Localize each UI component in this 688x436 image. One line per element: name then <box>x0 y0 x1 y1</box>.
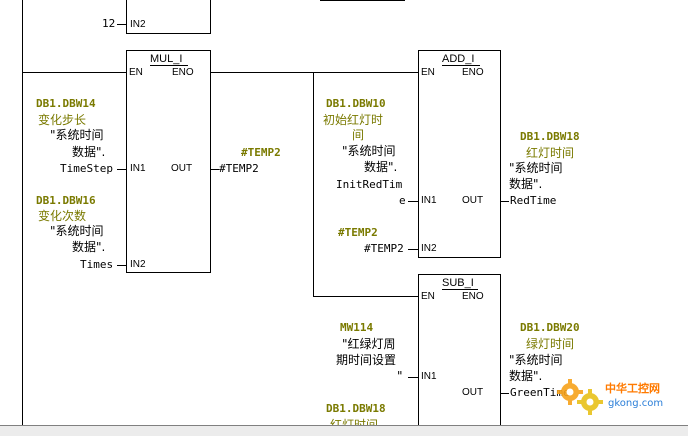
previous-block-top-line <box>320 0 405 1</box>
sub-i-out-pin: OUT <box>462 387 484 398</box>
add-i-title-underline <box>442 65 480 66</box>
mul-i-en-pin: EN <box>129 67 143 78</box>
gear-icon <box>557 379 603 415</box>
mul-out-wire <box>211 169 219 170</box>
previous-block[interactable] <box>126 0 211 34</box>
mul-i-out-pin: OUT <box>171 163 193 174</box>
bottom-border <box>0 425 688 426</box>
add-i-in1-pin: IN1 <box>421 195 437 206</box>
sub-in1-wire <box>408 377 418 378</box>
add-out-symbol: 红灯时间 <box>526 146 575 160</box>
sub-i-eno-pin: ENO <box>462 291 484 302</box>
add-in1-comment-2: 数据". <box>364 160 398 174</box>
top-in2-wire <box>117 24 126 25</box>
mul-out-address[interactable]: #TEMP2 <box>241 146 281 159</box>
mul-in1-variable: TimeStep <box>60 162 113 175</box>
add-i-out-pin: OUT <box>462 195 484 206</box>
mul-in2-wire <box>117 265 126 266</box>
rung-wire-mid <box>211 72 418 73</box>
top-in2-pin: IN2 <box>130 19 146 30</box>
add-in2-address[interactable]: #TEMP2 <box>338 226 378 239</box>
add-in1-wire <box>408 201 418 202</box>
mul-in1-comment-1: "系统时间 <box>50 128 104 142</box>
add-i-block[interactable] <box>418 50 501 258</box>
add-in2-variable: #TEMP2 <box>364 242 404 255</box>
mul-i-title-underline <box>150 65 188 66</box>
watermark-name: 中华工控网 <box>605 382 660 395</box>
mul-in2-symbol: 变化次数 <box>38 209 87 223</box>
mul-i-in2-pin: IN2 <box>130 259 146 270</box>
mul-in1-symbol: 变化步长 <box>38 113 87 127</box>
sub-in1-comment-3: " <box>397 369 403 383</box>
sub-out-variable: GreenTime <box>510 386 570 399</box>
rung-wire-left <box>22 72 126 73</box>
add-in1-comment-1: "系统时间 <box>342 144 396 158</box>
add-in2-wire <box>408 249 418 250</box>
bottom-bar <box>0 426 688 436</box>
branch-wire-vertical <box>313 72 314 297</box>
mul-in2-address[interactable]: DB1.DBW16 <box>36 194 96 207</box>
add-in1-address[interactable]: DB1.DBW10 <box>326 97 386 110</box>
sub-i-in1-pin: IN1 <box>421 371 437 382</box>
add-i-in2-pin: IN2 <box>421 243 437 254</box>
add-in1-symbol-1: 初始红灯时 <box>323 113 384 127</box>
sub-i-title-underline <box>442 289 478 290</box>
mul-in2-comment-2: 数据". <box>72 240 106 254</box>
add-out-variable: RedTime <box>510 194 557 207</box>
mul-out-variable: #TEMP2 <box>219 162 259 175</box>
sub-out-symbol: 绿灯时间 <box>526 337 575 351</box>
mul-in1-wire <box>117 169 126 170</box>
add-i-title: ADD_I <box>442 53 475 65</box>
add-out-comment-1: "系统时间 <box>509 161 563 175</box>
add-out-comment-2: 数据". <box>509 177 543 191</box>
top-in2-value: 12 <box>102 17 116 30</box>
add-in1-symbol-2: 间 <box>352 128 365 142</box>
sub-out-wire <box>501 393 509 394</box>
mul-i-eno-pin: ENO <box>172 67 194 78</box>
add-in1-variable-2: e <box>399 194 406 207</box>
sub-i-title: SUB_I <box>442 277 474 289</box>
mul-in1-comment-2: 数据". <box>72 145 106 159</box>
sub-out-comment-1: "系统时间 <box>509 353 563 367</box>
add-out-wire <box>501 201 509 202</box>
branch-wire-sub <box>313 296 418 297</box>
sub-i-en-pin: EN <box>421 291 435 302</box>
sub-in1-comment-2: 期时间设置 <box>336 353 397 367</box>
sub-in1-address[interactable]: MW114 <box>340 321 374 334</box>
add-i-en-pin: EN <box>421 67 435 78</box>
sub-i-block[interactable] <box>418 274 501 436</box>
sub-out-address[interactable]: DB1.DBW20 <box>520 321 580 334</box>
add-in1-variable-1: InitRedTim <box>336 178 403 191</box>
watermark-logo: 中华工控网 gkong.com <box>556 376 680 418</box>
left-power-rail <box>22 0 23 425</box>
sub-in2-address[interactable]: DB1.DBW18 <box>326 402 386 415</box>
add-i-eno-pin: ENO <box>462 67 484 78</box>
mul-i-block[interactable] <box>126 50 211 273</box>
watermark-url: gkong.com <box>608 398 664 409</box>
sub-out-comment-2: 数据". <box>509 369 543 383</box>
mul-i-in1-pin: IN1 <box>130 163 146 174</box>
mul-in2-variable: Times <box>80 258 114 271</box>
mul-in2-comment-1: "系统时间 <box>50 224 104 238</box>
mul-in1-address[interactable]: DB1.DBW14 <box>36 97 96 110</box>
add-out-address[interactable]: DB1.DBW18 <box>520 130 580 143</box>
mul-i-title: MUL_I <box>150 53 183 65</box>
sub-in1-comment-1: "红绿灯周 <box>342 337 396 351</box>
